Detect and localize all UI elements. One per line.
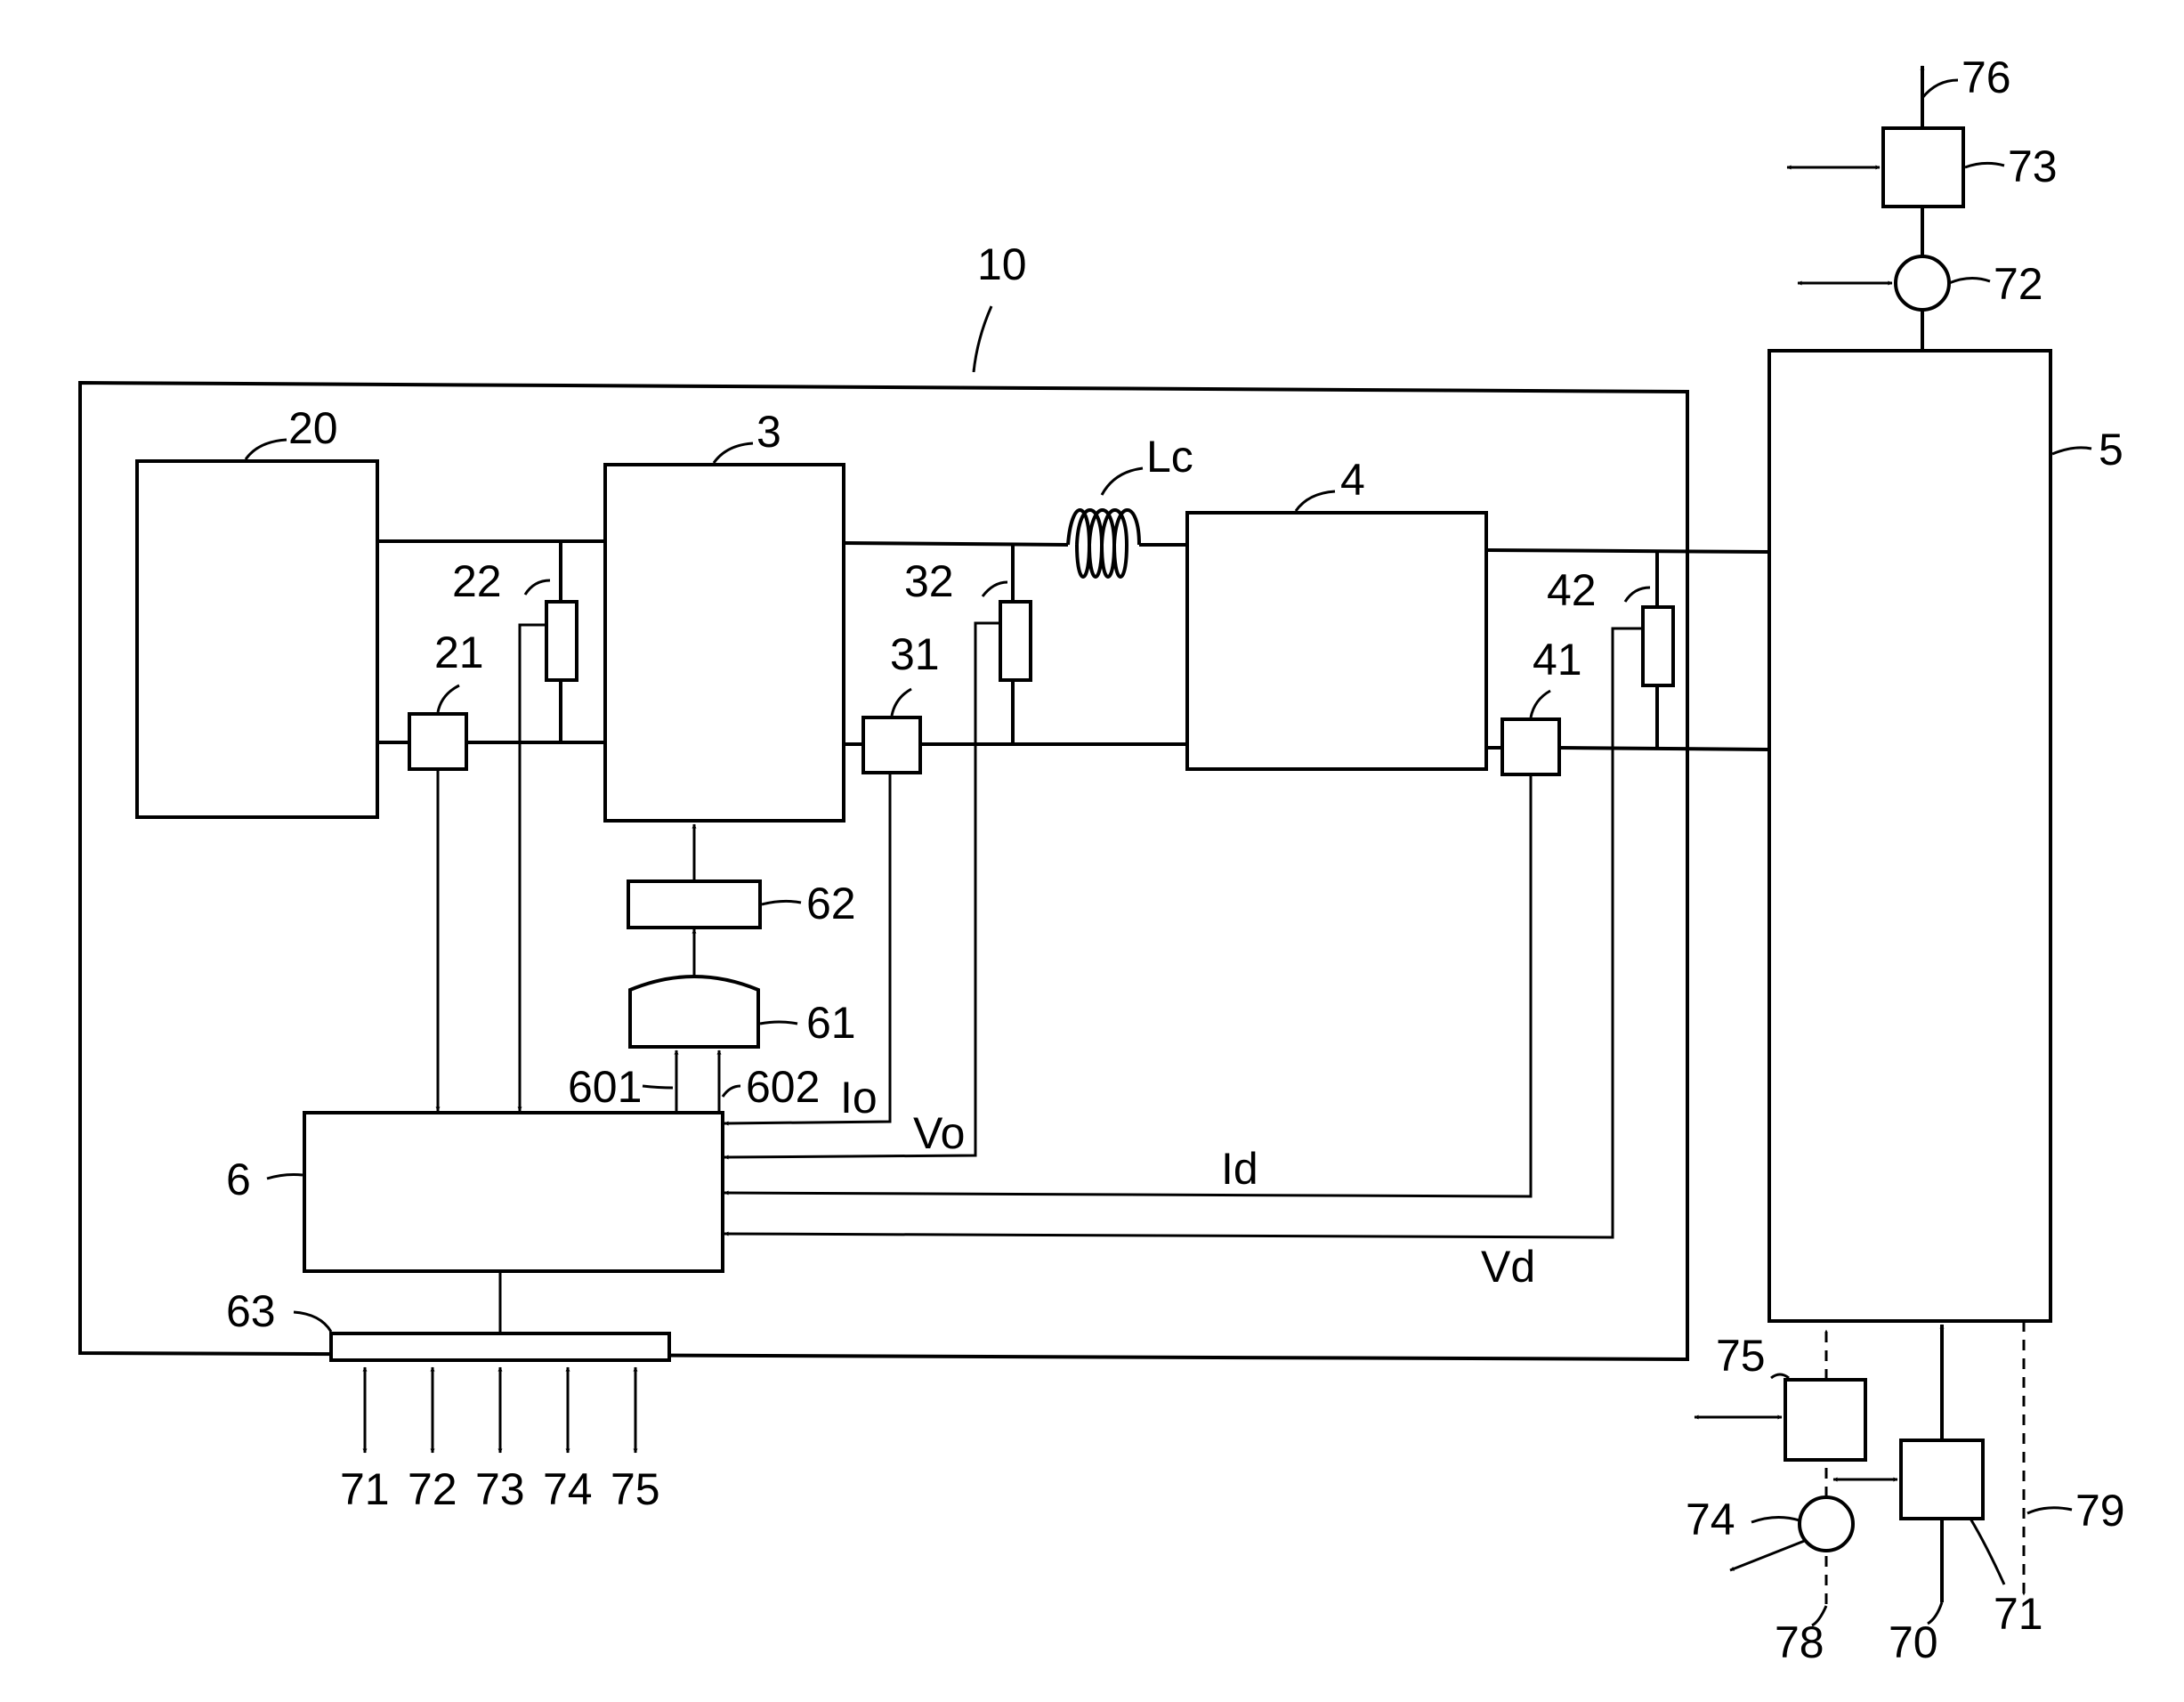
label-lc: Lc — [1146, 432, 1193, 482]
label-71-bottom: 71 — [1994, 1589, 2043, 1639]
label-bottom-72: 72 — [408, 1464, 457, 1514]
label-75-bottom: 75 — [1716, 1331, 1766, 1381]
label-21: 21 — [434, 628, 484, 677]
leader-6 — [267, 1175, 303, 1179]
label-78: 78 — [1775, 1617, 1824, 1667]
leader-75b — [1771, 1374, 1789, 1378]
label-73-top: 73 — [2008, 142, 2058, 191]
label-70: 70 — [1889, 1617, 1938, 1667]
label-bottom-75: 75 — [611, 1464, 660, 1514]
block-62 — [628, 881, 760, 928]
bus-top-2 — [844, 543, 1068, 545]
leader-31 — [892, 689, 911, 716]
leader-22 — [525, 580, 550, 595]
sig-id — [724, 774, 1531, 1196]
label-32: 32 — [904, 556, 954, 606]
label-22: 22 — [452, 556, 502, 606]
label-6: 6 — [226, 1155, 251, 1204]
sig-22-to-6 — [520, 625, 546, 1111]
label-74-bottom: 74 — [1686, 1495, 1735, 1544]
bus-bot-6 — [1559, 748, 1769, 750]
leader-76 — [1922, 80, 1958, 98]
leader-lc — [1102, 468, 1143, 495]
block-73-top — [1883, 128, 1963, 207]
block-5 — [1769, 351, 2051, 1321]
leader-4 — [1296, 491, 1335, 511]
label-bottom-73: 73 — [475, 1464, 525, 1514]
inductor-lc — [1068, 510, 1139, 577]
current-sensor-31 — [863, 717, 920, 773]
label-602: 602 — [746, 1062, 820, 1112]
leader-3 — [714, 443, 753, 463]
block-75-bottom — [1785, 1380, 1865, 1460]
leader-62 — [762, 901, 801, 904]
block-20 — [137, 461, 377, 817]
block-4 — [1187, 513, 1486, 769]
leader-73t — [1965, 163, 2004, 167]
label-vo: Vo — [913, 1108, 965, 1158]
leader-42 — [1625, 588, 1650, 602]
label-79: 79 — [2075, 1486, 2125, 1536]
valve-72-top — [1896, 256, 1949, 310]
block-61 — [630, 977, 758, 1047]
leader-74b — [1751, 1517, 1800, 1522]
leader-20 — [246, 440, 287, 459]
label-62: 62 — [806, 879, 856, 928]
current-sensor-41 — [1502, 719, 1559, 774]
voltage-sensor-32 — [1000, 602, 1031, 680]
label-41: 41 — [1533, 635, 1582, 685]
label-10: 10 — [977, 239, 1027, 289]
leader-32 — [983, 582, 1007, 596]
sig-74-bottom — [1730, 1540, 1807, 1570]
leader-71b — [1970, 1519, 2004, 1584]
leader-10 — [974, 306, 991, 372]
label-vd: Vd — [1481, 1242, 1535, 1292]
leader-601 — [643, 1086, 673, 1088]
leader-63 — [294, 1312, 331, 1332]
bus-top-4 — [1486, 550, 1769, 552]
label-76: 76 — [1962, 53, 2011, 102]
leader-21 — [438, 685, 459, 712]
label-601: 601 — [568, 1062, 642, 1112]
label-bottom-71: 71 — [340, 1464, 390, 1514]
block-71-bottom — [1901, 1440, 1983, 1519]
label-42: 42 — [1547, 565, 1597, 615]
label-3: 3 — [756, 407, 781, 457]
label-63: 63 — [226, 1286, 276, 1336]
label-4: 4 — [1340, 455, 1365, 505]
block-6 — [304, 1113, 723, 1271]
leader-41 — [1531, 691, 1550, 717]
label-bottom-74: 74 — [543, 1464, 593, 1514]
leader-5 — [2052, 448, 2091, 454]
label-61: 61 — [806, 998, 856, 1048]
valve-74-bottom — [1800, 1497, 1853, 1551]
voltage-sensor-42 — [1643, 607, 1673, 685]
label-id: Id — [1221, 1144, 1258, 1194]
leader-602 — [723, 1086, 740, 1097]
block-3 — [605, 465, 844, 821]
label-31: 31 — [890, 629, 940, 679]
voltage-sensor-22 — [546, 602, 577, 680]
label-io: Io — [840, 1073, 878, 1123]
label-5: 5 — [2099, 425, 2123, 474]
label-72-top: 72 — [1994, 259, 2043, 309]
label-20: 20 — [288, 403, 338, 453]
leader-61 — [760, 1022, 797, 1024]
interface-63 — [331, 1333, 669, 1360]
leader-79 — [2027, 1508, 2072, 1513]
current-sensor-21 — [409, 714, 466, 769]
leader-72t — [1949, 278, 1990, 283]
